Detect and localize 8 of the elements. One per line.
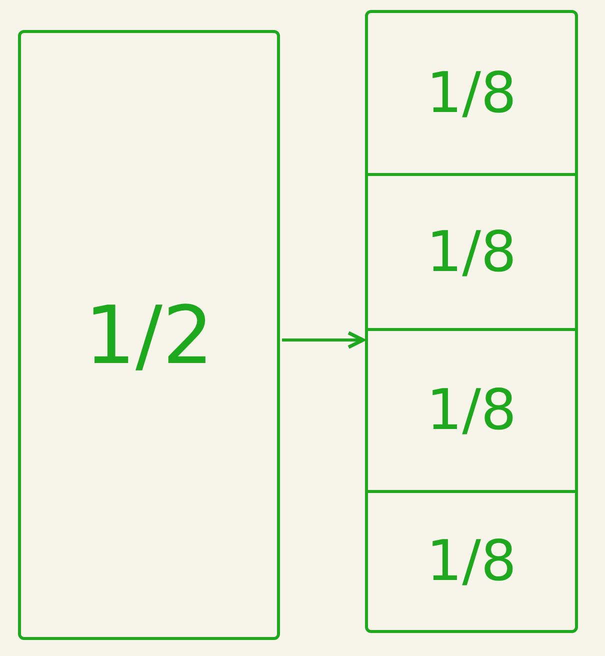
stacked-box bbox=[365, 10, 578, 633]
fraction-label: 1/8 bbox=[426, 60, 517, 126]
fraction-label: 1/8 bbox=[426, 378, 517, 443]
arrow bbox=[282, 331, 365, 349]
fraction-label: 1/2 bbox=[84, 288, 214, 382]
fraction-label: 1/8 bbox=[426, 529, 517, 594]
fraction-label: 1/8 bbox=[426, 220, 517, 284]
fraction-box bbox=[18, 30, 280, 640]
